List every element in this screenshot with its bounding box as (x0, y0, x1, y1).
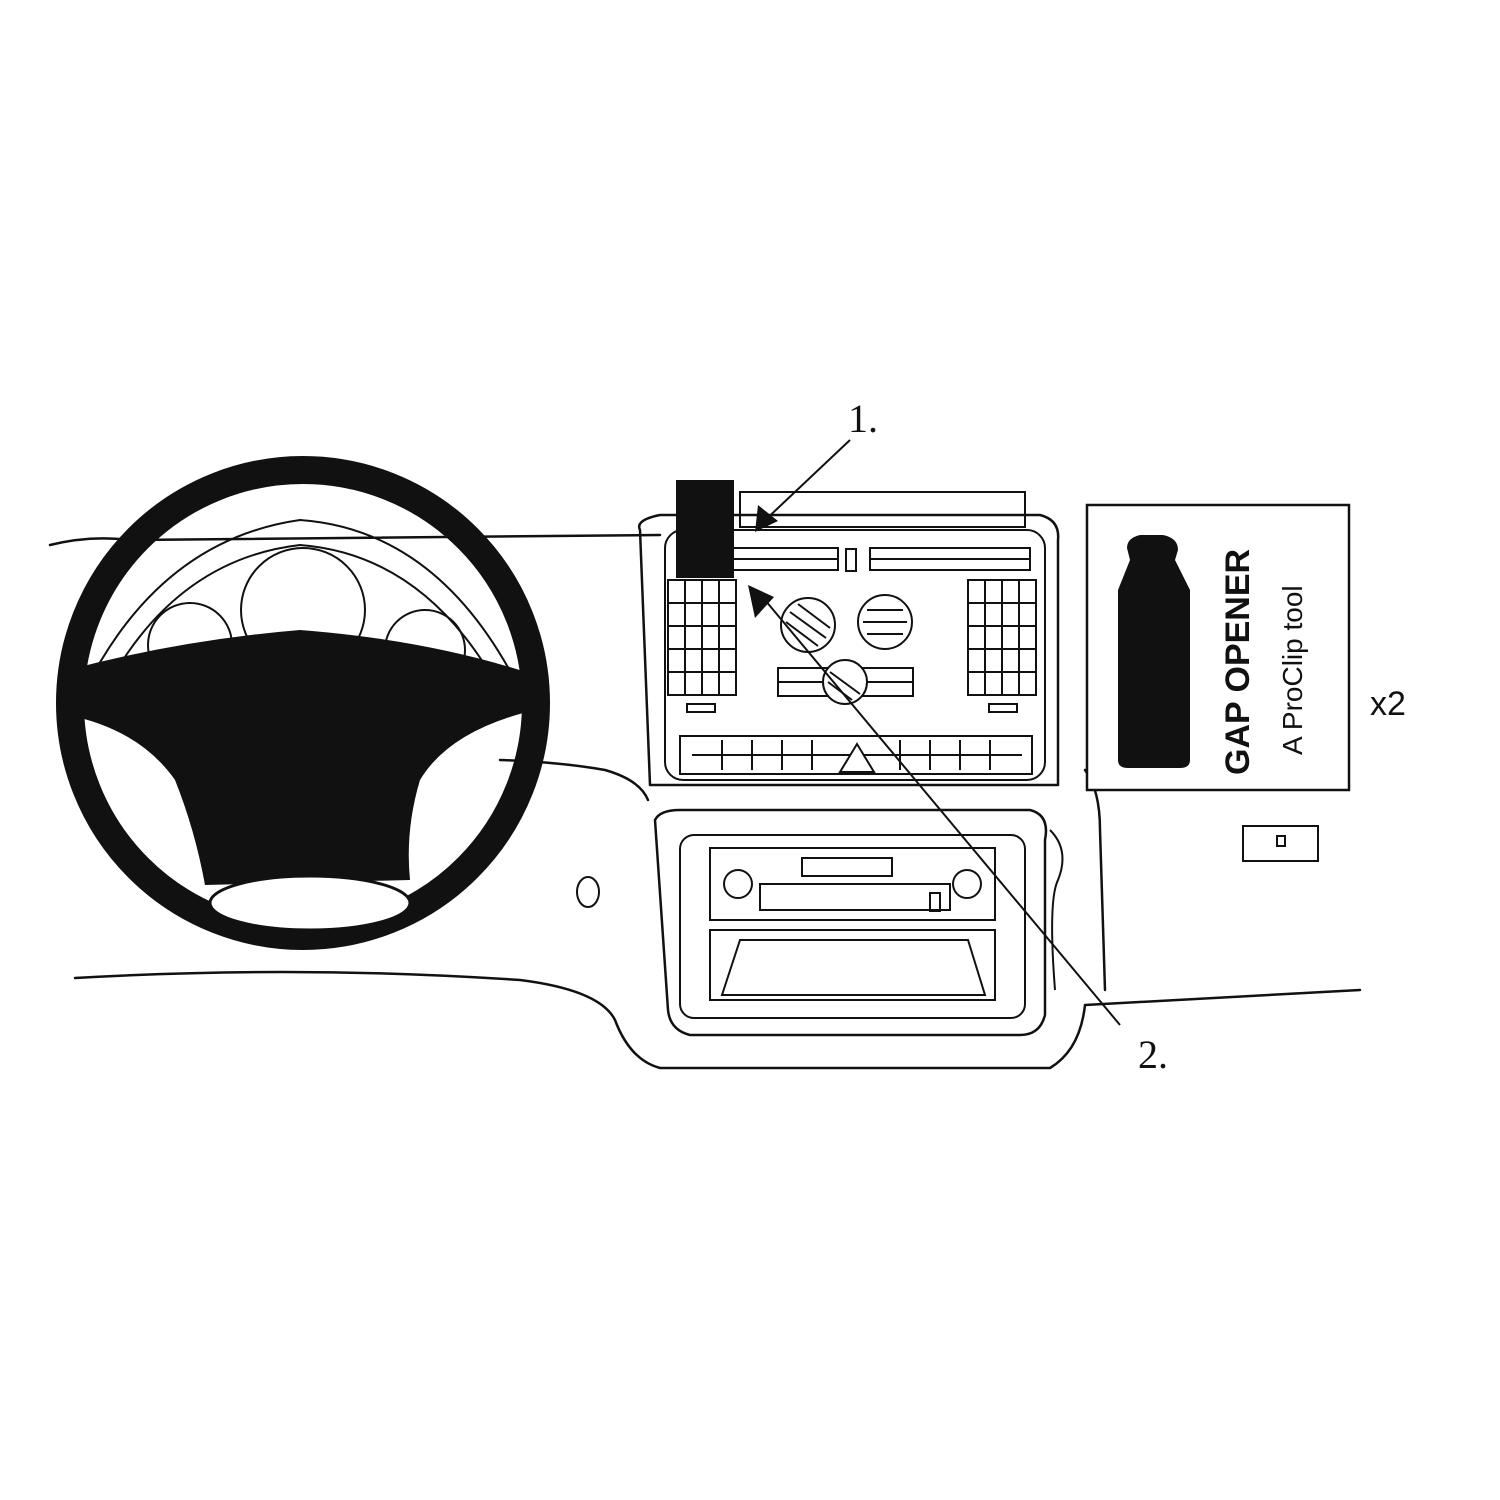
gap-opener-subtitle: A ProClip tool (1277, 585, 1308, 755)
callout-label-1: 1. (848, 396, 878, 441)
climate-knob-center (777, 659, 914, 705)
gap-opener-card: GAP OPENER A ProClip tool (1085, 503, 1351, 792)
dashboard-knob (576, 876, 600, 908)
leader-line-2 (748, 585, 1121, 1026)
center-vent-strip (679, 735, 1033, 775)
side-switch (1242, 825, 1319, 862)
steering-wheel (56, 456, 550, 950)
leader-line-1 (755, 439, 851, 532)
center-console-lower (653, 808, 1048, 1037)
quantity-label: x2 (1370, 685, 1406, 723)
callout-label-2: 2. (1138, 1032, 1168, 1077)
storage-pocket (709, 929, 996, 1001)
mounting-bracket (676, 480, 734, 578)
left-air-vent (667, 579, 737, 713)
center-console-upper (637, 491, 1060, 787)
radio-unit (709, 847, 996, 921)
right-air-vent (967, 579, 1037, 713)
hazard-button (838, 742, 876, 773)
gap-opener-tool-icon (1118, 535, 1190, 768)
climate-knob-left (780, 597, 836, 653)
gap-opener-title: GAP OPENER (1219, 549, 1257, 775)
climate-knob-right (857, 594, 913, 650)
